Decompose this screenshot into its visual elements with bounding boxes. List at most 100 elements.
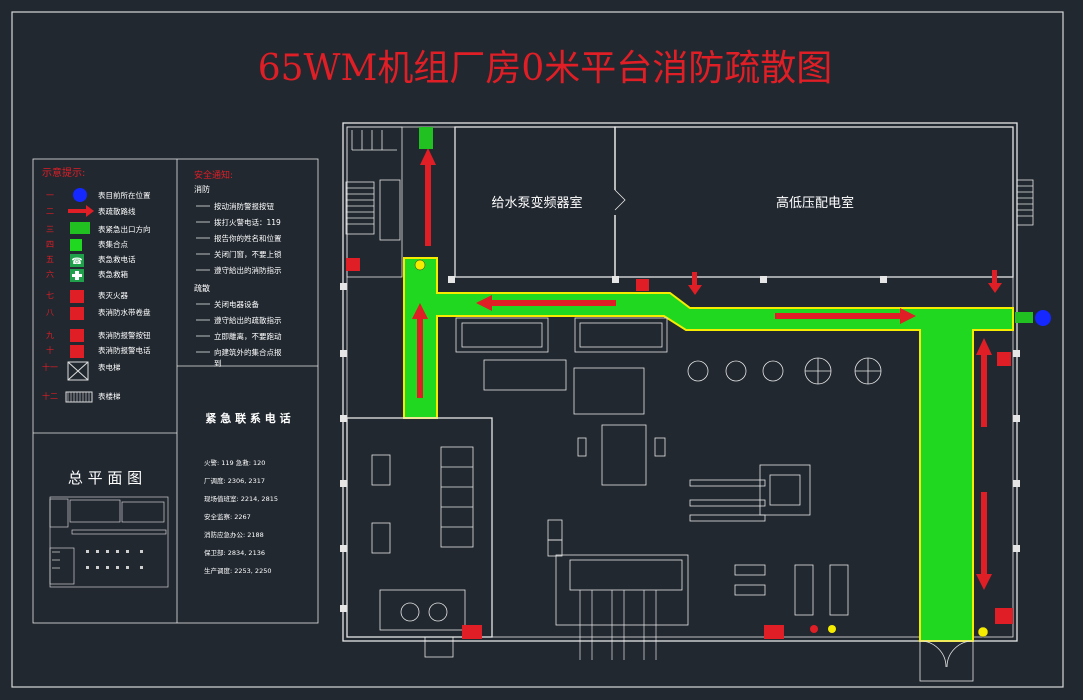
safety-step: 遵守給出的消防指示 xyxy=(214,265,282,275)
legend-text: 表电梯 xyxy=(98,362,121,372)
fire-alarm-button-icon xyxy=(764,625,784,639)
fire-hose-reel-icon xyxy=(346,258,360,271)
safety-step: 报告你的姓名和位置 xyxy=(214,233,282,243)
legend-number: 八 xyxy=(46,308,54,317)
red-arrow-down-icon xyxy=(988,270,1002,293)
fire-alarm-button-icon xyxy=(462,625,482,639)
red-arrow-icon xyxy=(68,205,94,217)
legend-text: 表急救电话 xyxy=(98,254,136,264)
legend-text: 表疏散路线 xyxy=(98,206,136,216)
legend-number: 三 xyxy=(46,225,54,234)
floor-plan: 给水泵变频器室 高低压配电室 xyxy=(340,122,1051,682)
legend-text: 表目前所在位置 xyxy=(98,190,151,200)
pump-room-label: 给水泵变频器室 xyxy=(491,195,582,211)
alarm-light-icon xyxy=(810,625,818,633)
legend-text: 表急救箱 xyxy=(98,269,128,279)
evac-step-wrap: 到 xyxy=(214,359,222,368)
contact-line: 火警: 119 急救: 120 xyxy=(204,458,265,467)
contact-line: 安全监察: 2267 xyxy=(204,512,251,521)
red-arrow-right-icon xyxy=(775,308,916,324)
legend-text: 表楼梯 xyxy=(98,391,121,401)
first-aid-kit-icon xyxy=(70,269,84,282)
legend-number: 七 xyxy=(46,291,54,300)
evacuation-arrows xyxy=(412,148,1002,590)
exit-sign-icon xyxy=(419,127,433,149)
legend-number: 十 xyxy=(46,345,54,355)
legend-number: 五 xyxy=(46,255,54,264)
assembly-point-marker-icon xyxy=(977,626,989,638)
red-arrow-up-icon xyxy=(976,338,992,427)
right-stair xyxy=(1016,179,1034,226)
emergency-phone-icon: ☎ xyxy=(70,254,84,267)
stairwell xyxy=(345,181,375,235)
lower-left-room xyxy=(346,417,493,638)
fire-hose-reel-icon xyxy=(997,352,1011,366)
svg-text:☎: ☎ xyxy=(71,257,82,267)
exit-sign-icon xyxy=(70,222,90,234)
safety-heading: 安全通知: xyxy=(194,169,233,181)
outer-frame xyxy=(11,11,1064,688)
contact-line: 保卫部: 2834, 2136 xyxy=(204,548,265,557)
assembly-point-marker-icon xyxy=(414,259,426,271)
legend-number: 十一 xyxy=(42,362,58,372)
fire-alarm-phone-icon xyxy=(995,608,1013,624)
contacts-heading: 紧 急 联 系 电 话 xyxy=(205,411,290,425)
evac-section-title: 疏散 xyxy=(194,283,210,293)
contact-line: 厂调度: 2306, 2317 xyxy=(204,476,265,485)
fire-hose-reel-icon xyxy=(70,307,84,320)
legend-heading: 示意提示: xyxy=(42,166,85,179)
you-are-here-dot-icon xyxy=(73,188,87,202)
legend-number: 一 xyxy=(46,191,54,200)
red-arrow-up-icon xyxy=(412,303,428,398)
legend-text: 表消防报警按钮 xyxy=(98,330,151,340)
exit-doors xyxy=(424,636,974,682)
elevator-icon xyxy=(67,361,89,381)
legend-text: 表集合点 xyxy=(98,239,128,249)
safety-step: 关闭门窗，不要上锁 xyxy=(214,249,282,259)
overview-heading: 总 平 面 图 xyxy=(68,469,142,487)
fan-units xyxy=(687,357,882,385)
switch-room-label: 高低压配电室 xyxy=(776,195,854,211)
legend-number: 四 xyxy=(46,240,54,249)
legend-text: 表灭火器 xyxy=(98,290,128,300)
equipment xyxy=(455,317,849,626)
equipment-pipes xyxy=(579,590,657,660)
safety-step: 关闭电器设备 xyxy=(214,299,259,309)
contact-list: 火警: 119 急救: 120 厂调度: 2306, 2317 现场值班室: 221… xyxy=(204,458,278,575)
legend-text: 表消防报警电话 xyxy=(98,345,151,355)
fire-section-title: 消防 xyxy=(194,184,210,194)
red-arrow-down-icon xyxy=(976,492,992,590)
fire-alarm-button-icon xyxy=(70,329,84,342)
stairs-icon xyxy=(65,391,93,403)
red-arrow-left-icon xyxy=(476,295,616,311)
safety-step: 拨打火警电话：119 xyxy=(214,217,281,227)
exit-sign-icon xyxy=(1015,312,1033,323)
red-arrow-down-icon xyxy=(688,272,702,295)
safety-step: 遵守給出的疏散指示 xyxy=(214,315,282,325)
legend-number: 二 xyxy=(46,207,54,216)
legend-text: 表紧急出口方向 xyxy=(98,224,151,234)
fire-alarm-phone-icon xyxy=(70,345,84,358)
fire-extinguisher-icon xyxy=(636,279,649,291)
contact-line: 现场值班室: 2214, 2815 xyxy=(204,494,278,503)
legend-list: 一表目前所在位置二表疏散路线三表紧急出口方向四表集合点五表急救电话六表急救箱七表… xyxy=(42,190,151,401)
safety-step: 向建筑外的集合点报 xyxy=(214,347,282,357)
safety-step: 按动消防警报按钮 xyxy=(214,201,274,211)
overview-site-plan xyxy=(49,496,169,588)
fire-extinguisher-icon xyxy=(70,290,84,303)
legend-number: 九 xyxy=(46,331,54,340)
red-arrow-up-icon xyxy=(420,148,436,246)
evacuation-corridor xyxy=(403,257,1014,642)
page-title: 65WM机组厂房0米平台消防疏散图 xyxy=(258,48,833,89)
building-outline xyxy=(342,122,1018,642)
contact-line: 生产调度: 2253, 2250 xyxy=(204,566,271,575)
legend-number: 六 xyxy=(46,269,54,279)
assembly-point-icon xyxy=(70,239,82,251)
safety-step: 立即離离，不要跑动 xyxy=(214,331,282,341)
warning-light-icon xyxy=(828,625,836,633)
